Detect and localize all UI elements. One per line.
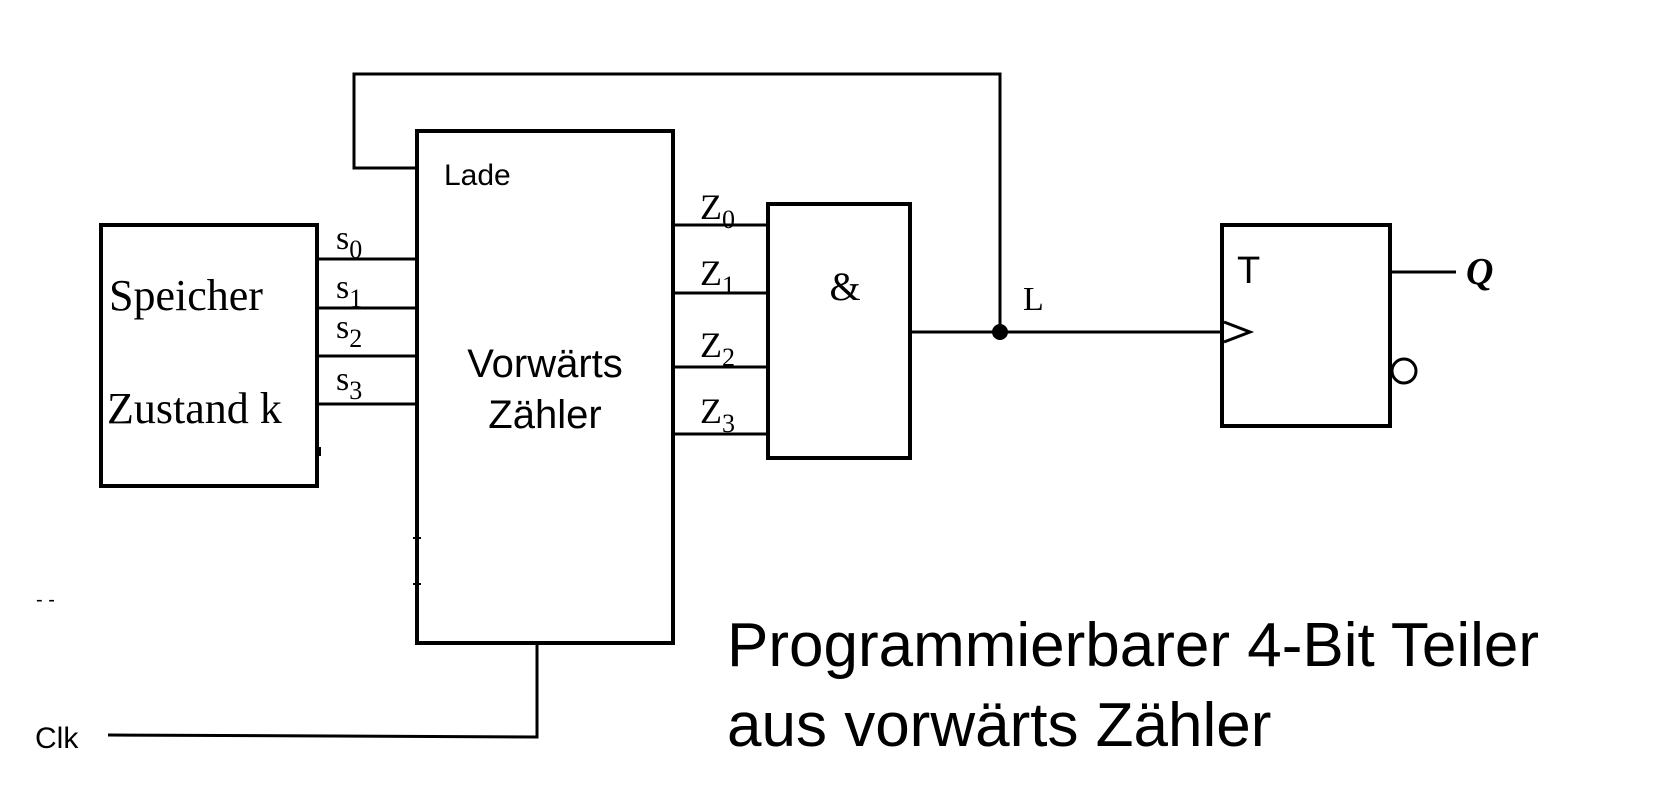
caption-line2: aus vorwärts Zähler [727,691,1271,760]
counter-block [415,129,675,645]
z0-label: Z0 [700,187,735,234]
and-gate [766,202,912,460]
z2-label: Z2 [700,325,735,372]
load-signal-label: L [1023,281,1044,318]
clock-edge-marker [1223,320,1255,344]
stray-mark: - - [36,589,55,611]
q-output-label: Q [1466,251,1493,293]
z3-label: Z3 [700,391,735,438]
and-gate-symbol: & [829,264,860,309]
z1-label: Z1 [700,253,735,300]
memory-label-line2: Zustand k [107,384,282,433]
s1-label: s1 [336,269,362,313]
counter-label-line2: Zähler [488,393,601,437]
clock-label: Clk [35,722,79,755]
load-input-label: Lade [444,159,511,192]
s3-label: s3 [336,361,362,405]
s0-label: s0 [336,220,362,264]
caption-line1: Programmierbarer 4-Bit Teiler [727,611,1539,680]
t-input-label: T [1237,250,1260,292]
memory-label-line1: Speicher [109,271,263,320]
junction-dot [992,324,1008,340]
t-flipflop [1220,223,1392,428]
counter-label-line1: Vorwärts [467,342,623,386]
memory-block [99,223,319,488]
clock-wire [107,643,539,739]
inverted-output-bubble [1390,357,1418,385]
feedback-wire [352,72,1002,332]
s2-label: s2 [336,309,362,353]
